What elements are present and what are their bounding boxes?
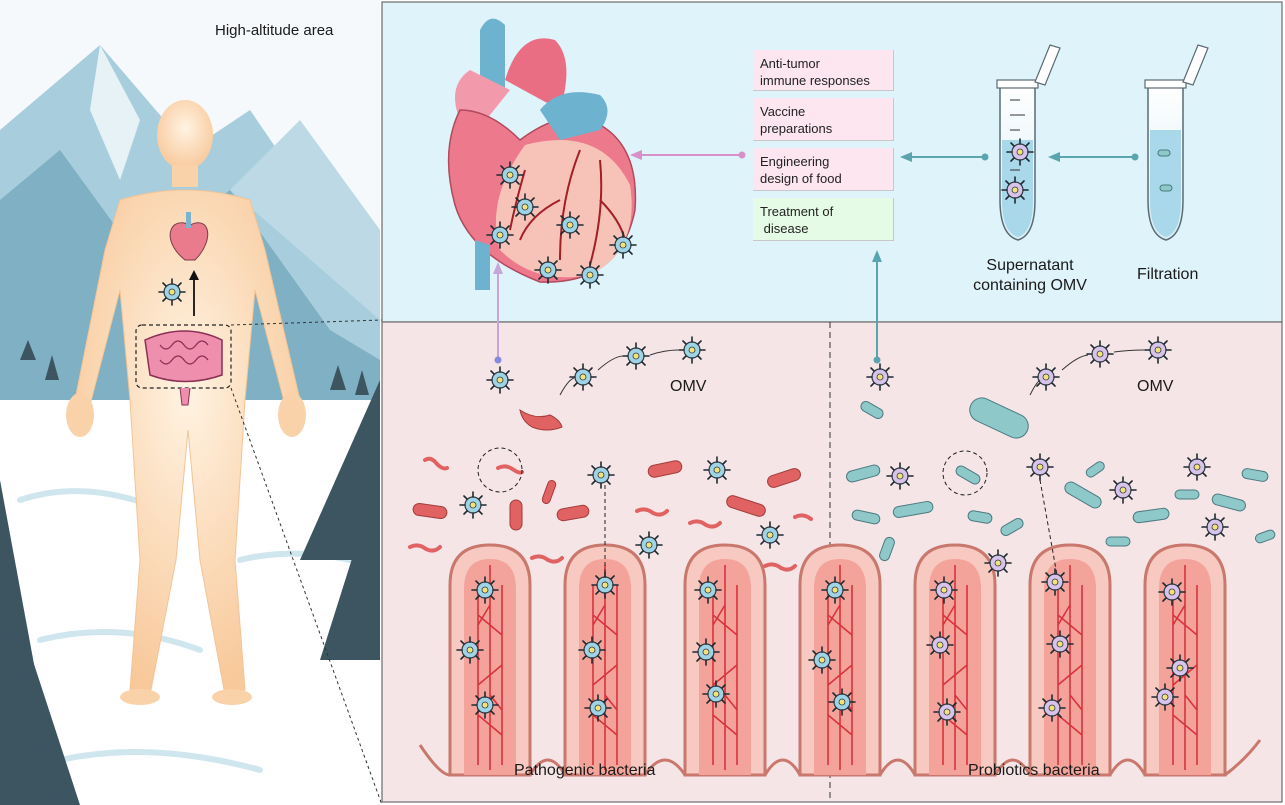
zoom-circle <box>477 447 523 493</box>
probiotic-label: Probiotics bacteria <box>968 762 1100 779</box>
application-label: Engineering <box>760 154 830 169</box>
zoom-circle <box>942 450 988 496</box>
arrow-omv-to-treatment <box>872 250 882 364</box>
right-omv-flow <box>866 336 1229 577</box>
zoom-line <box>230 387 383 805</box>
omv-vesicle-icon <box>576 261 604 289</box>
villus-icon <box>418 543 1262 777</box>
arrow-omv-to-heart <box>493 262 503 364</box>
supernatant-line: containing OMV <box>973 277 1087 294</box>
tree-icon <box>0 340 380 805</box>
omv-vesicle-icon <box>486 221 514 249</box>
application-label: Anti-tumor <box>760 56 820 71</box>
omv-vesicle-icon <box>556 211 584 239</box>
application-box-anti-tumor: Anti-tumor immune responses <box>753 50 894 91</box>
supernatant-line: Supernatant <box>986 257 1074 274</box>
application-label: Treatment of <box>760 204 834 219</box>
arrow-filtration-to-tube <box>1048 152 1139 162</box>
omv-vesicle-icon <box>158 278 186 306</box>
application-label: design of food <box>760 171 842 186</box>
pathogenic-label: Pathogenic bacteria <box>514 762 656 779</box>
intestine-icon <box>135 324 232 406</box>
arrow-to-heart <box>630 150 746 160</box>
supernatant-label: Supernatant containing OMV <box>965 256 1095 296</box>
arrow-tube-to-boxes <box>900 152 989 162</box>
left-omv-flow <box>459 336 784 559</box>
omv-vesicle-icon <box>511 193 539 221</box>
zoom-line <box>230 319 383 326</box>
bacterium-icon <box>846 397 1276 562</box>
application-label: disease <box>760 221 809 236</box>
filtration-label: Filtration <box>1137 266 1199 283</box>
omv-label-right: OMV <box>1137 378 1174 395</box>
test-tube-icon <box>1144 44 1209 241</box>
application-label: Vaccine <box>760 104 806 119</box>
application-label: preparations <box>760 121 833 136</box>
omv-vesicle-icon <box>496 161 524 189</box>
omv-vesicle-icon <box>609 231 637 259</box>
bacterium-icon <box>408 408 813 572</box>
heart-illustration <box>447 18 637 290</box>
omv-vesicle-icon <box>1006 138 1034 166</box>
omv-vesicle-icon <box>534 256 562 284</box>
application-box-vaccine: Vaccine preparations <box>753 98 894 141</box>
application-label: immune responses <box>760 73 870 88</box>
application-box-treatment: Treatment of disease <box>753 198 894 241</box>
omv-vesicle-icon <box>1001 176 1029 204</box>
application-box-food: Engineering design of food <box>753 148 894 191</box>
human-body <box>66 100 306 705</box>
panel-title: High-altitude area <box>215 22 334 39</box>
omv-label-left: OMV <box>670 378 707 395</box>
heart-icon <box>169 212 209 261</box>
